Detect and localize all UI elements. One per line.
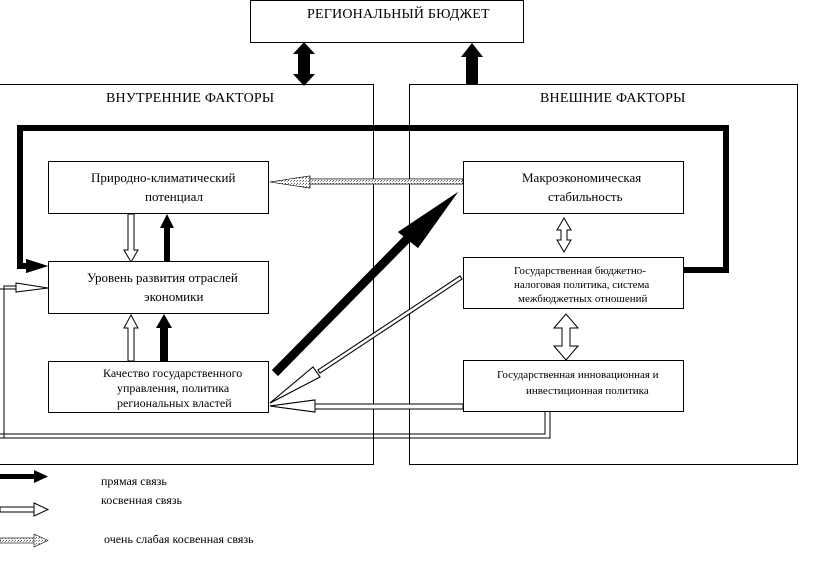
governance-box-line2: управления, политика <box>117 381 230 395</box>
fiscal-box-line3: межбюджетных отношений <box>518 293 648 305</box>
macro-box-line1: Макроэкономическая <box>522 170 642 185</box>
external-to-budget-arrow <box>461 43 483 85</box>
macro-box-line2: стабильность <box>548 189 623 204</box>
macro-fiscal-double-arrow <box>556 217 572 253</box>
legend-indirect-arrow <box>0 502 50 517</box>
legend-direct-arrow <box>0 470 48 483</box>
fiscal-box-line2: налоговая политика, система <box>514 279 650 291</box>
governance-box-line1: Качество государственного <box>103 366 243 380</box>
natural-box-line1: Природно-климатический <box>91 170 236 185</box>
legend-very-weak-arrow <box>0 533 49 548</box>
macroeconomic-stability-box: Макроэкономическая стабильность <box>463 161 684 214</box>
legend-very-weak-label: очень слабая косвенная связь <box>104 532 254 546</box>
governance-box-line3: региональных властей <box>117 396 232 410</box>
innovation-investment-policy-box: Государственная инновационная и инвестиц… <box>463 360 684 412</box>
external-factors-title: ВНЕШНИЕ ФАКТОРЫ <box>540 91 686 106</box>
innovation-box-line1: Государственная инновационная и <box>497 369 659 381</box>
governance-quality-box: Качество государственного управления, по… <box>48 361 269 413</box>
innovation-box-line2: инвестиционная политика <box>526 385 649 397</box>
fiscal-policy-box: Государственная бюджетно- налоговая поли… <box>463 257 684 309</box>
budget-internal-double-arrow <box>293 42 315 86</box>
nature-to-economy-indirect-arrow <box>123 213 139 263</box>
fiscal-innovation-double-arrow <box>552 313 580 361</box>
economy-to-nature-direct-arrow <box>160 214 174 262</box>
governance-to-economy-indirect-arrow <box>123 313 139 362</box>
fiscal-box-line1: Государственная бюджетно- <box>514 265 646 277</box>
economy-box-line2: экономики <box>144 289 204 304</box>
economy-development-level-box: Уровень развития отраслей экономики <box>48 261 269 314</box>
governance-to-economy-direct-arrow <box>156 314 172 361</box>
natural-climatic-potential-box: Природно-климатический потенциал <box>48 161 269 214</box>
economy-box-line1: Уровень развития отраслей <box>87 270 238 285</box>
internal-factors-title: ВНУТРЕННИЕ ФАКТОРЫ <box>106 91 275 106</box>
regional-budget-title: РЕГИОНАЛЬНЫЙ БЮДЖЕТ <box>307 7 490 22</box>
legend-direct-label: прямая связь <box>101 474 167 488</box>
regional-budget-box: РЕГИОНАЛЬНЫЙ БЮДЖЕТ <box>250 0 524 43</box>
legend-indirect-label: косвенная связь <box>101 493 183 507</box>
natural-box-line2: потенциал <box>145 189 203 204</box>
